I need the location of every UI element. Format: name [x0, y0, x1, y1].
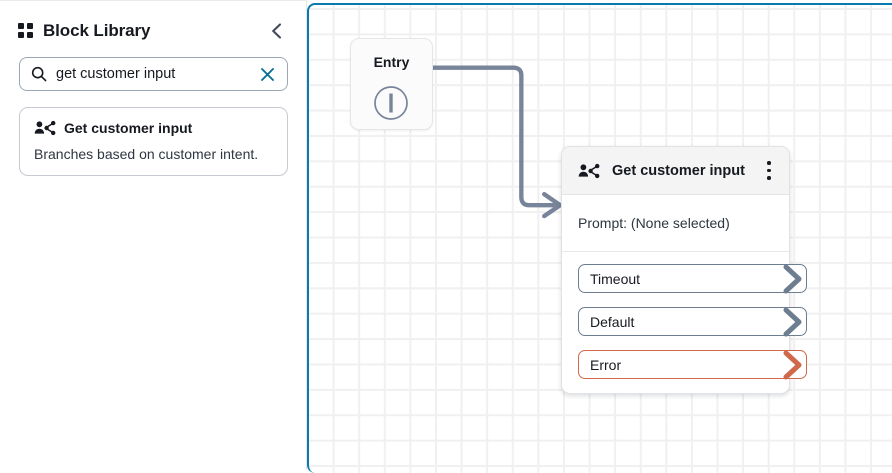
chevron-left-icon[interactable] [264, 19, 288, 43]
flow-node-get-customer-input[interactable]: Get customer input Prompt: (None selecte… [561, 146, 807, 394]
flow-node-title: Get customer input [612, 162, 745, 179]
block-library-header: Block Library [0, 1, 306, 47]
kebab-menu-icon[interactable] [759, 158, 779, 184]
flow-canvas[interactable]: Entry [307, 3, 892, 473]
flow-node-prompt-text: Prompt: (None selected) [562, 195, 789, 252]
grid-blocks-icon [18, 23, 34, 39]
flow-node-header: Get customer input [562, 147, 789, 195]
block-result-card[interactable]: Get customer input Branches based on cus… [19, 107, 288, 176]
branch-row-timeout[interactable]: Timeout [578, 264, 807, 294]
chevron-right-arrow-icon[interactable] [774, 261, 810, 297]
output-port-circle-icon[interactable] [373, 85, 409, 121]
block-result-title: Get customer input [64, 120, 193, 136]
chevron-right-arrow-icon[interactable] [774, 304, 810, 340]
branch-label-timeout[interactable]: Timeout [578, 264, 807, 293]
branch-label-default[interactable]: Default [578, 307, 807, 336]
block-library-panel: Block Library [0, 0, 307, 470]
canvas-inner: Entry [309, 5, 892, 473]
search-field[interactable] [19, 57, 288, 91]
person-branch-icon [578, 163, 600, 179]
panel-title: Block Library [43, 21, 151, 40]
person-branch-icon [34, 120, 56, 136]
entry-node[interactable]: Entry [350, 38, 433, 130]
chevron-right-arrow-icon[interactable] [774, 347, 810, 383]
close-x-icon[interactable] [256, 63, 278, 85]
block-result-description: Branches based on customer intent. [34, 146, 259, 162]
branch-row-default[interactable]: Default [578, 307, 807, 337]
flow-node-branch-list: Timeout Default [562, 252, 807, 393]
search-icon [31, 66, 47, 82]
entry-node-label: Entry [373, 54, 410, 70]
search-input[interactable] [56, 64, 256, 84]
branch-row-error[interactable]: Error [578, 350, 807, 380]
block-result-title-row: Get customer input [34, 119, 273, 137]
branch-label-error[interactable]: Error [578, 350, 807, 379]
